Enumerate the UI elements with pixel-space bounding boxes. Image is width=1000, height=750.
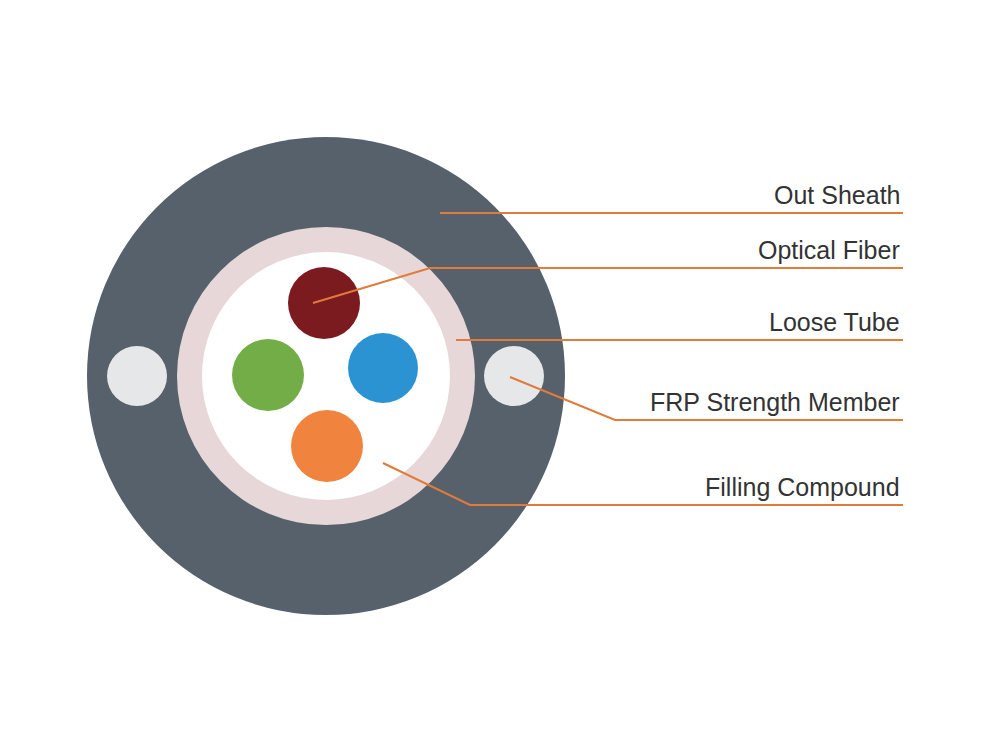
filling-compound (202, 252, 450, 500)
part-label: Loose Tube (769, 308, 900, 337)
optical-fiber (232, 339, 304, 411)
optical-fiber (291, 410, 363, 482)
part-label: Filling Compound (705, 473, 900, 502)
part-label: Out Sheath (774, 181, 900, 210)
strength-member (107, 346, 167, 406)
part-label: FRP Strength Member (650, 388, 900, 417)
leader-line (383, 463, 903, 505)
loose-tube (177, 227, 475, 525)
outer-sheath (87, 137, 565, 615)
part-label: Optical Fiber (758, 236, 900, 265)
optical-fiber (288, 267, 360, 339)
leader-line (313, 268, 903, 303)
leader-line (510, 377, 903, 420)
leader-line (440, 212, 903, 214)
optical-fiber (348, 333, 418, 403)
strength-member (484, 346, 544, 406)
leader-line (456, 339, 903, 341)
